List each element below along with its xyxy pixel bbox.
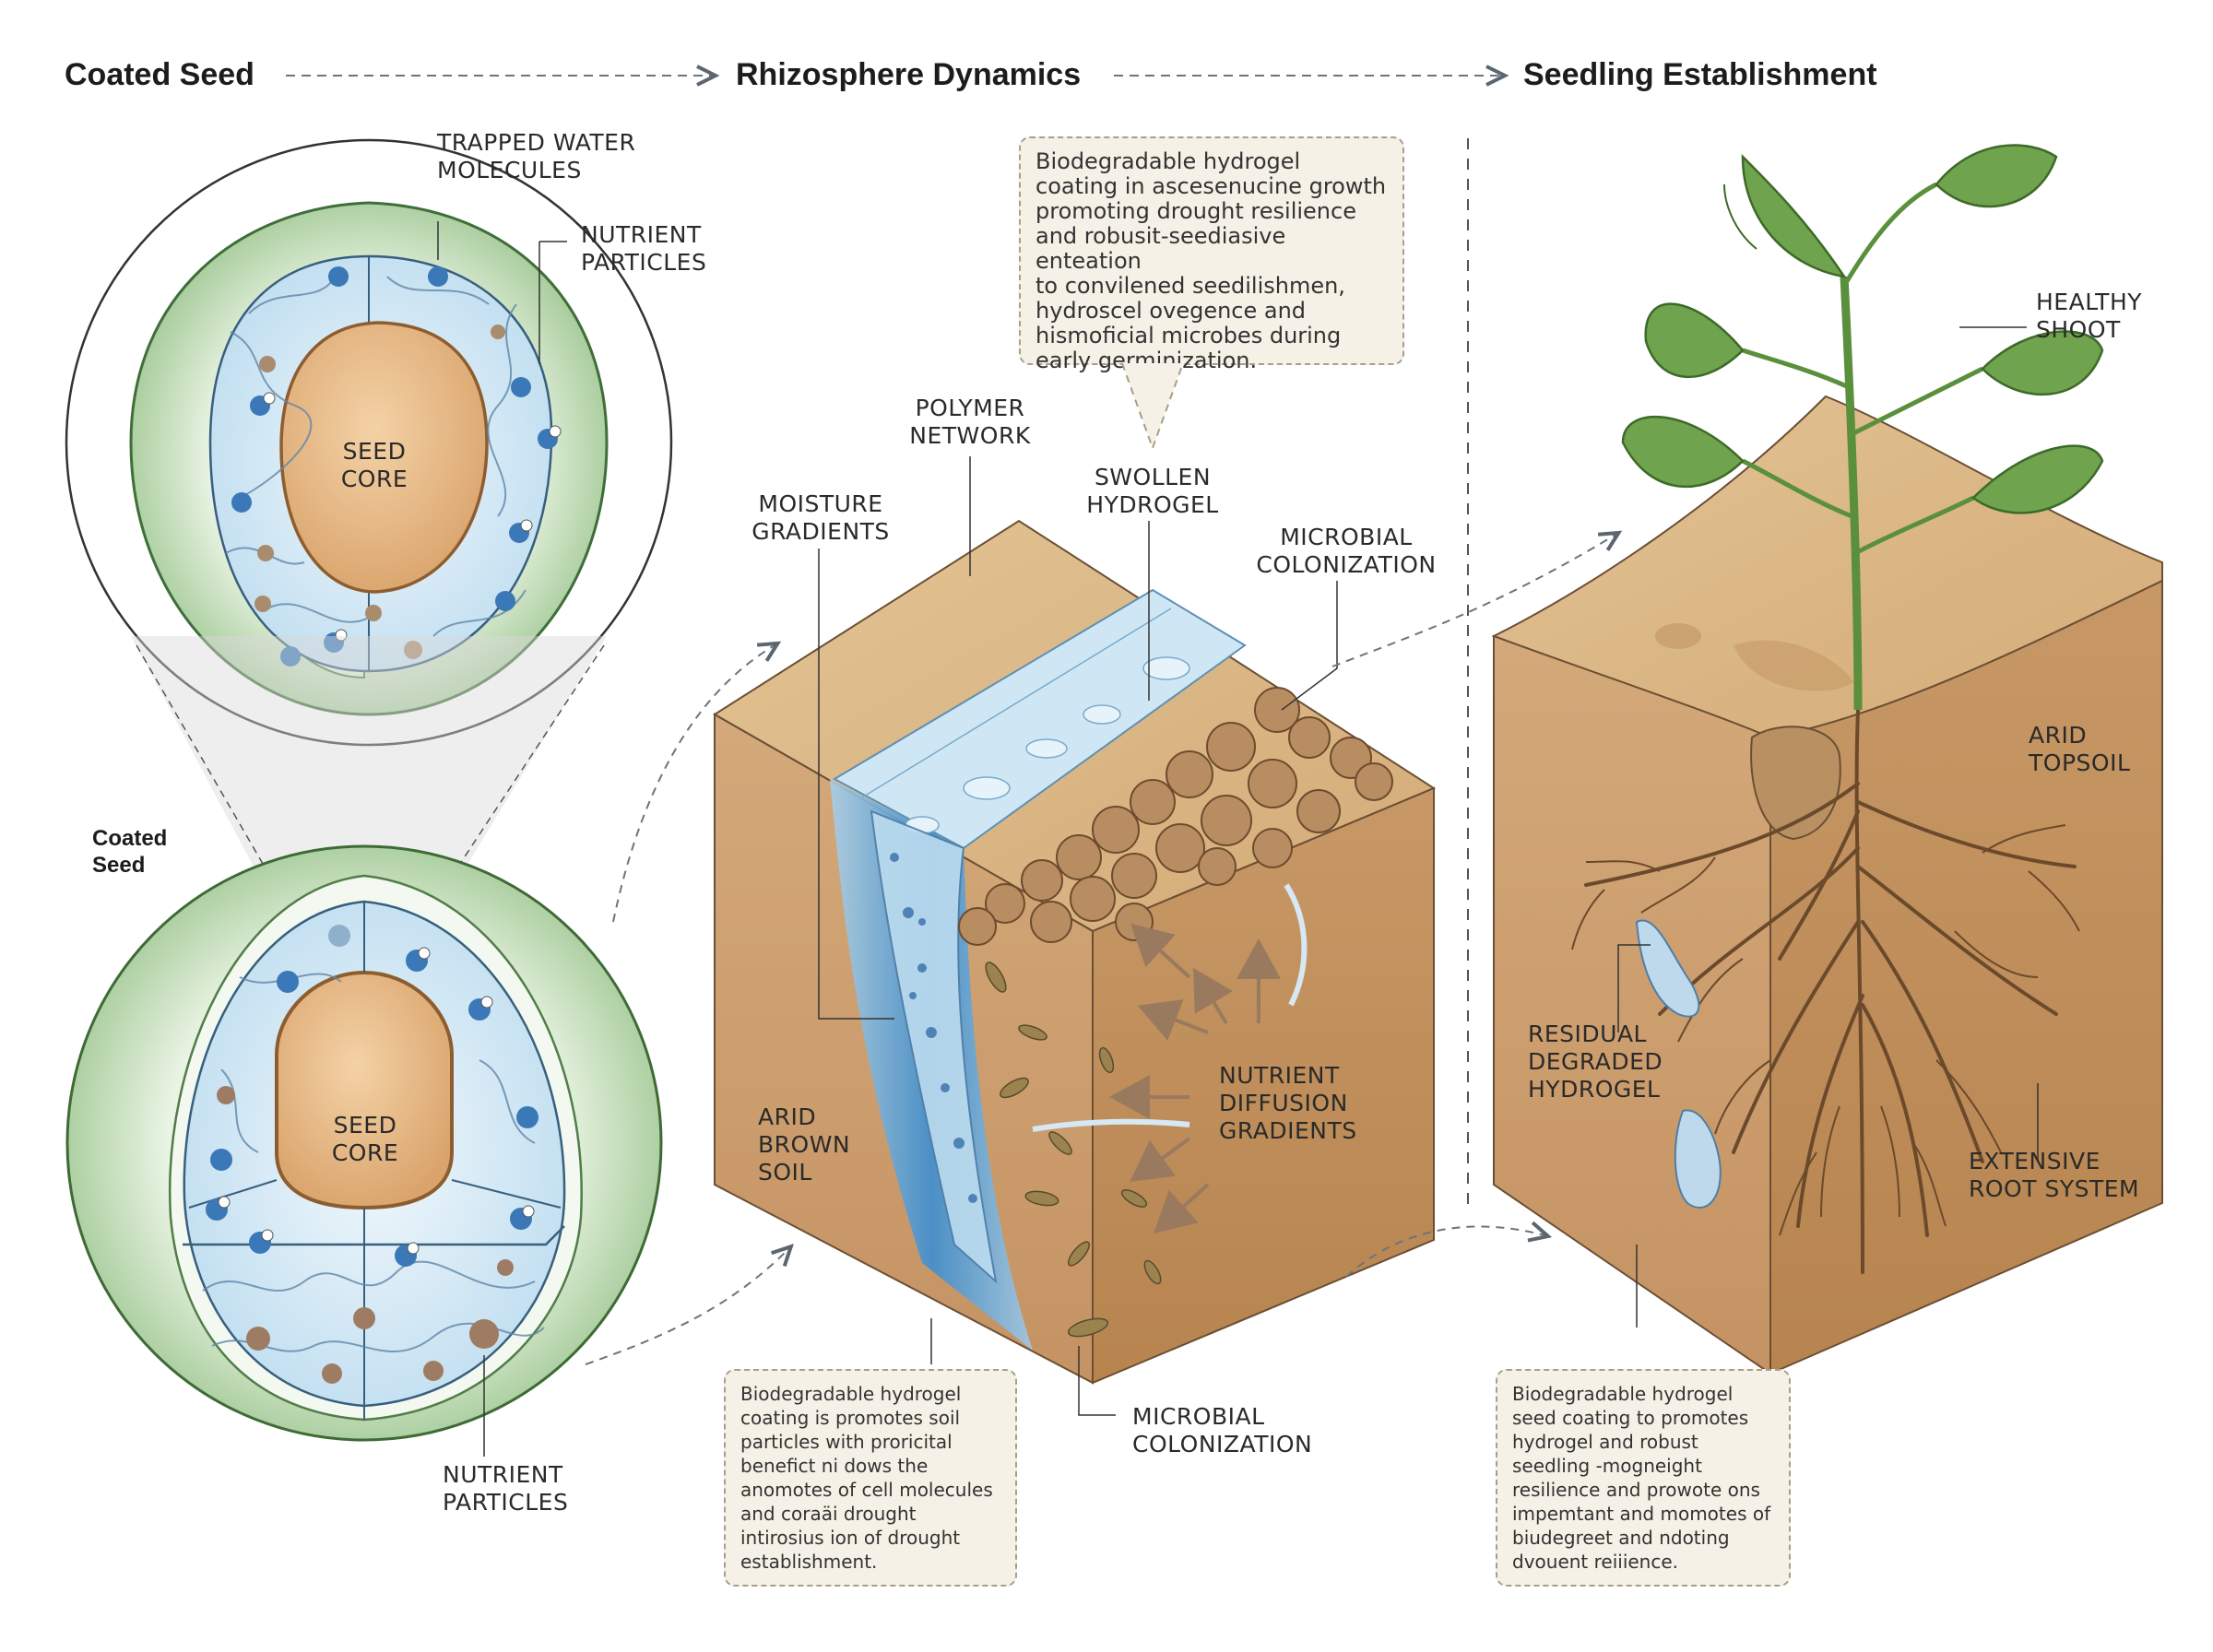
label-nutrient-particles-bottom: NUTRIENT PARTICLES	[443, 1461, 569, 1516]
stage-title-rhizosphere: Rhizosphere Dynamics	[736, 57, 1082, 92]
label-seed-core-bottom: SEED CORE	[331, 1112, 399, 1166]
nutrient-particles-top	[254, 324, 505, 659]
label-nutrient-diffusion: NUTRIENT DIFFUSION GRADIENTS	[1219, 1062, 1357, 1144]
water-molecules-bottom	[206, 925, 538, 1267]
seedling-soil-block	[1491, 144, 2163, 1375]
label-root-system: EXTENSIVE ROOT SYSTEM	[1969, 1148, 2140, 1202]
rhizosphere-soil-block	[713, 456, 1437, 1416]
callout-pointer	[1121, 363, 1184, 451]
label-healthy-shoot: HEALTHY SHOOT	[2036, 289, 2143, 343]
callout-rhizosphere-top: Biodegradable hydrogel coating in ascese…	[1019, 136, 1404, 373]
roots	[1584, 708, 2077, 1274]
label-arid-topsoil: ARID TOPSOIL	[2029, 722, 2131, 776]
magnified-seed-view	[65, 138, 673, 747]
label-arid-brown-soil: ARID BROWN SOIL	[758, 1103, 851, 1186]
label-coated-seed: Coated Seed	[92, 826, 168, 878]
callout-seedling: Biodegradable hydrogel seed coating to p…	[1496, 1369, 1791, 1587]
label-microbial-colonization-bottom: MICROBIAL COLONIZATION	[1132, 1403, 1313, 1457]
label-trapped-water: TRAPPED WATER MOLECULES	[437, 129, 636, 183]
water-molecules-top	[231, 266, 562, 667]
label-swollen-hydrogel: SWOLLEN HYDROGEL	[1086, 464, 1219, 518]
nutrient-particles-bottom	[217, 1086, 514, 1384]
stage-title-seedling: Seedling Establishment	[1523, 57, 1877, 92]
flow-arrows	[585, 535, 1615, 1365]
label-moisture-gradients: MOISTURE GRADIENTS	[751, 490, 890, 545]
microbes	[985, 962, 1162, 1338]
diffusion-arrows	[1032, 883, 1308, 1234]
label-residual-hydrogel: RESIDUAL DEGRADED HYDROGEL	[1528, 1021, 1663, 1103]
seedling-shoot	[1621, 144, 2104, 711]
label-microbial-colonization-top: MICROBIAL COLONIZATION	[1256, 524, 1437, 578]
stage-title-coated-seed: Coated Seed	[65, 57, 254, 92]
label-nutrient-particles-top: NUTRIENT PARTICLES	[581, 221, 707, 276]
soil-clods	[958, 687, 1393, 946]
coated-seed-sphere	[65, 844, 663, 1457]
label-polymer-network: POLYMER NETWORK	[909, 395, 1031, 449]
label-seed-core-top: SEED CORE	[340, 438, 408, 492]
callout-rhizosphere-bottom: Biodegradable hydrogel coating is promot…	[724, 1369, 1017, 1587]
